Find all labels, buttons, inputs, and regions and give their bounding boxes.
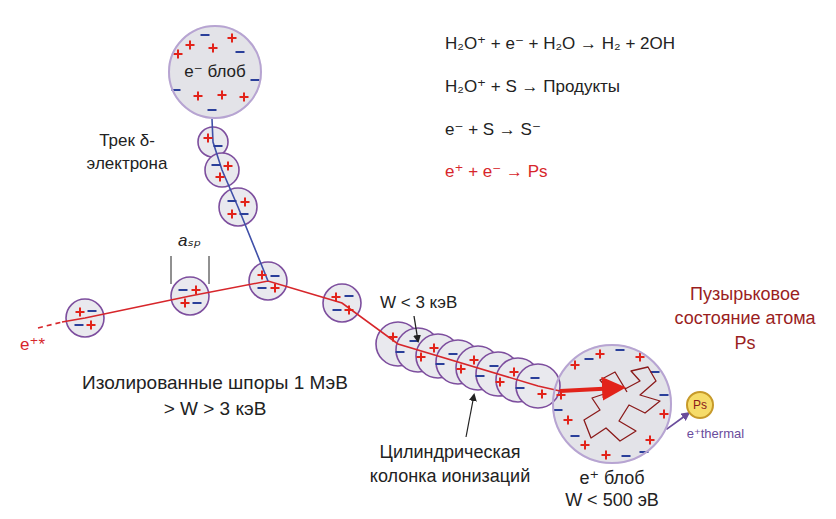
particle-label: e⁺* — [20, 334, 45, 357]
size-leader — [171, 256, 172, 284]
delta-track — [212, 119, 268, 281]
electron-blob: e⁻ блоб — [168, 25, 262, 119]
node-subtitle: W < 500 эВ — [565, 490, 659, 512]
reaction-equation: H₂O⁺ + S → Продукты — [445, 76, 620, 99]
pointer-arrow — [414, 316, 418, 341]
random-walk — [584, 367, 660, 441]
node-title: e⁺ блоб — [579, 468, 644, 490]
node-title: e⁻ блоб — [184, 62, 245, 82]
ps-atom: Ps — [686, 391, 714, 419]
region-label: Изолированные шпоры 1 МэВ > W > 3 кэВ — [80, 370, 350, 421]
edge-label: e⁺thermal — [686, 427, 745, 442]
dimension-label: aₛₚ — [178, 230, 201, 253]
reaction-equation: H₂O⁺ + e⁻ + H₂O → H₂ + 2OH — [445, 33, 675, 56]
thermalization-arrow — [560, 388, 618, 391]
charge-signs — [75, 34, 669, 460]
positron-blob: e⁺ блобW < 500 эВ — [552, 344, 672, 464]
circle-outline — [552, 344, 672, 464]
energy-label: W < 3 кэВ — [380, 292, 457, 315]
track-dashed — [38, 322, 62, 328]
blob-fill — [552, 344, 672, 464]
blob-fill — [168, 25, 262, 119]
state-label: Пузырьковое состояние атома Ps — [662, 282, 828, 355]
region-label: Цилиндрическая колонка ионизаций — [355, 440, 545, 489]
pointer-arrow — [466, 395, 474, 437]
reaction-equation: e⁻ + S → S⁻ — [445, 119, 541, 142]
reaction-equation: e⁺ + e⁻ → Ps — [445, 161, 548, 184]
node-title: Ps — [693, 398, 707, 412]
size-leader — [209, 256, 210, 284]
track-label: Трек δ-электрона — [62, 130, 192, 176]
